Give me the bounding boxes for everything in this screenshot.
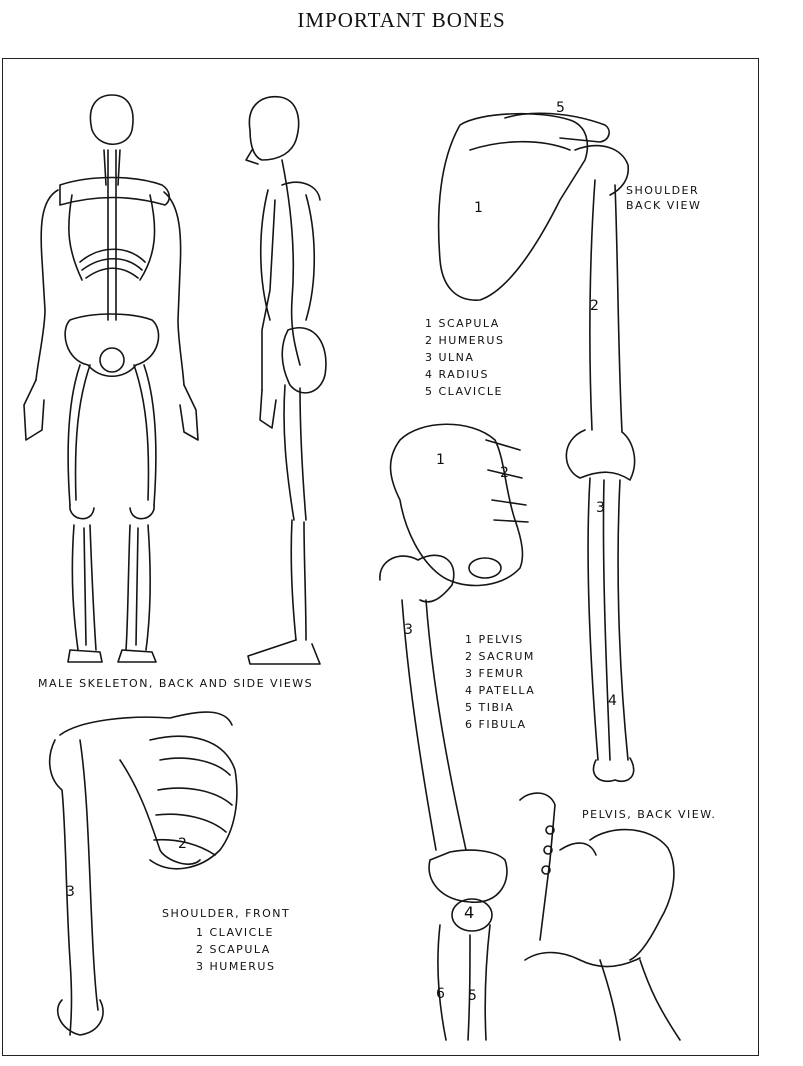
marker-radius: 4: [608, 693, 617, 709]
legend-item: 1 SCAPULA: [425, 317, 500, 330]
shoulder-back-legend: 1 SCAPULA 2 HUMERUS 3 ULNA 4 RADIUS 5 CL…: [425, 317, 504, 402]
marker-scapula-front: 2: [178, 836, 187, 852]
shoulder-back-caption-line1: SHOULDER: [626, 184, 700, 197]
marker-humerus-back: 2: [590, 298, 599, 314]
pelvis-back-caption: PELVIS, BACK VIEW.: [582, 808, 717, 821]
marker-femur: 3: [404, 622, 413, 638]
marker-tibia: 5: [468, 988, 477, 1004]
marker-ulna: 3: [596, 500, 605, 516]
skeleton-side-view: [245, 96, 327, 665]
legend-item: 2 HUMERUS: [425, 334, 505, 347]
legend-item: 4 RADIUS: [425, 368, 489, 381]
shoulder-front-view: [48, 711, 238, 1036]
marker-humerus-front: 3: [66, 884, 75, 900]
skeleton-back-view: [23, 94, 199, 663]
shoulder-back-caption-line2: BACK VIEW: [626, 199, 702, 212]
legend-item: 3 HUMERUS: [196, 960, 276, 973]
pelvis-leg-legend: 1 PELVIS 2 SACRUM 3 FEMUR 4 PATELLA 5 TI…: [465, 633, 535, 735]
legend-item: 2 SACRUM: [465, 650, 535, 663]
legend-item: 5 CLAVICLE: [425, 385, 503, 398]
pelvis-and-leg-view: [379, 423, 529, 1041]
skeleton-caption: MALE SKELETON, BACK AND SIDE VIEWS: [38, 677, 314, 690]
marker-pelvis: 1: [436, 452, 445, 468]
page-title: IMPORTANT BONES: [297, 8, 506, 32]
legend-item: 3 ULNA: [425, 351, 475, 364]
legend-item: 2 SCAPULA: [196, 943, 271, 956]
marker-scapula-back: 1: [474, 200, 483, 216]
marker-fibula: 6: [436, 986, 445, 1002]
legend-item: 1 CLAVICLE: [196, 926, 274, 939]
marker-clavicle-back: 5: [556, 100, 565, 116]
marker-patella: 4: [464, 903, 475, 922]
legend-item: 5 TIBIA: [465, 701, 515, 714]
legend-item: 6 FIBULA: [465, 718, 527, 731]
shoulder-front-legend: 1 CLAVICLE 2 SCAPULA 3 HUMERUS: [196, 926, 275, 977]
illustration-frame: [2, 58, 759, 1056]
shoulder-front-caption: SHOULDER, FRONT: [162, 907, 291, 920]
pelvis-back-view: [519, 792, 681, 1041]
legend-item: 4 PATELLA: [465, 684, 536, 697]
legend-item: 3 FEMUR: [465, 667, 525, 680]
legend-item: 1 PELVIS: [465, 633, 524, 646]
marker-sacrum: 2: [500, 465, 509, 481]
shoulder-back-view: [437, 112, 636, 782]
